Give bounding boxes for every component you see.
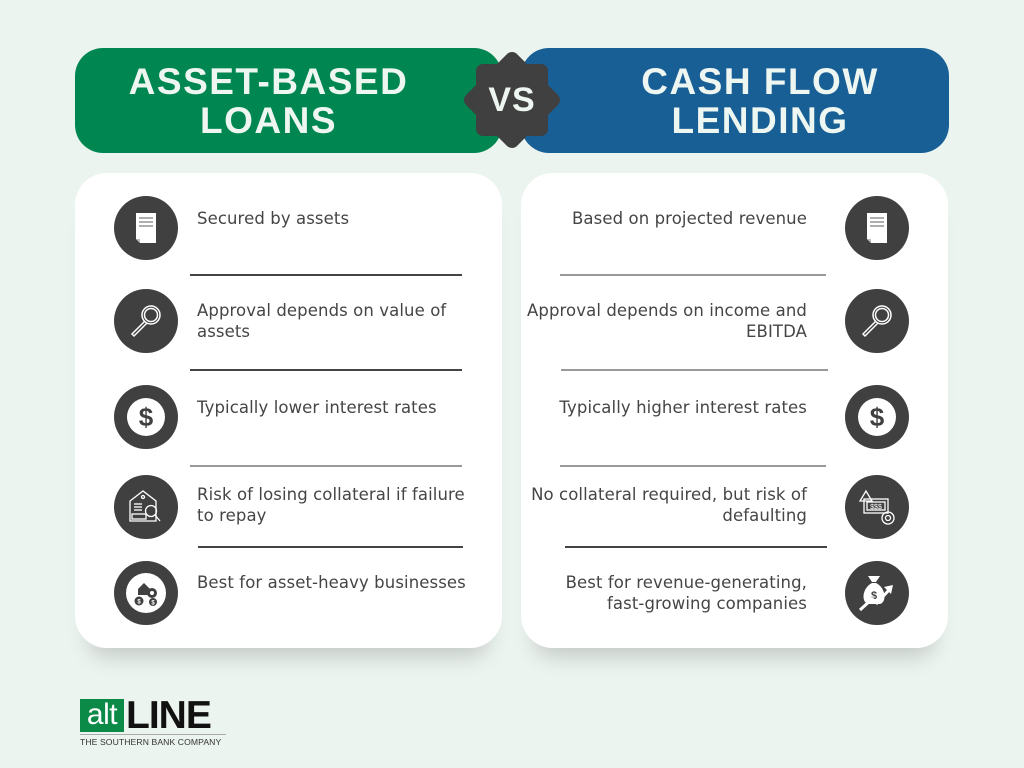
magnifier-icon [845,289,909,353]
dollar-coin-icon: $ [845,385,909,449]
cash-item-3-text: Typically higher interest rates [559,398,807,417]
asset-item-1-text: Secured by assets [197,209,350,228]
asset-based-loans-banner: ASSET-BASED LOANS [75,48,502,153]
svg-text:$: $ [151,600,155,606]
svg-text:$: $ [139,402,154,432]
cash-flow-lending-banner: CASH FLOW LENDING [521,48,949,153]
asset-house-gear-money-icon: $$ [114,561,178,625]
logo-rule [80,734,226,735]
vs-badge: VS [457,45,567,155]
asset-based-title-line-2: LOANS [200,99,337,141]
money-warning-icon: $$$ [845,475,909,539]
document-icon [845,196,909,260]
dollar-coin-icon: $ [114,385,178,449]
divider [190,465,462,467]
svg-text:$: $ [870,402,885,432]
document-icon [114,196,178,260]
collateral-house-search-icon [114,475,178,539]
asset-item-5-text: Best for asset-heavy businesses [197,573,466,592]
svg-text:$: $ [871,590,877,602]
logo-alt-mark: alt [80,699,124,732]
cash-flow-title-line-2: LENDING [671,99,849,141]
asset-based-card: Secured by assets Approval depends on va… [75,173,502,648]
cash-flow-title-line-1: CASH FLOW [641,60,879,102]
vs-label: VS [488,80,536,119]
cash-item-4-text: No collateral required, but risk of defa… [531,485,807,525]
divider [198,546,463,548]
logo-line-wordmark: LINE [126,694,212,737]
logo-tagline: THE SOUTHERN BANK COMPANY [80,737,222,747]
asset-based-title-line-1: ASSET-BASED [128,60,409,102]
asset-item-4-text: Risk of losing collateral if failure to … [197,485,465,525]
cash-item-5-text: Best for revenue-generating, fast-growin… [565,573,807,613]
divider [565,546,827,548]
svg-text:$$$: $$$ [870,504,882,511]
asset-item-2-text: Approval depends on value of assets [197,301,447,341]
asset-item-3-text: Typically lower interest rates [197,398,437,417]
cash-item-2-text: Approval depends on income and EBITDA [527,301,807,341]
divider [560,274,826,276]
divider [561,369,828,371]
cash-item-1-text: Based on projected revenue [572,209,807,228]
divider [560,465,826,467]
star-badge-icon [463,51,561,149]
divider [190,274,462,276]
money-bag-growth-icon: $ [845,561,909,625]
divider [190,369,462,371]
cash-flow-card: Based on projected revenue Approval depe… [521,173,948,648]
magnifier-icon [114,289,178,353]
svg-text:$: $ [137,600,141,606]
